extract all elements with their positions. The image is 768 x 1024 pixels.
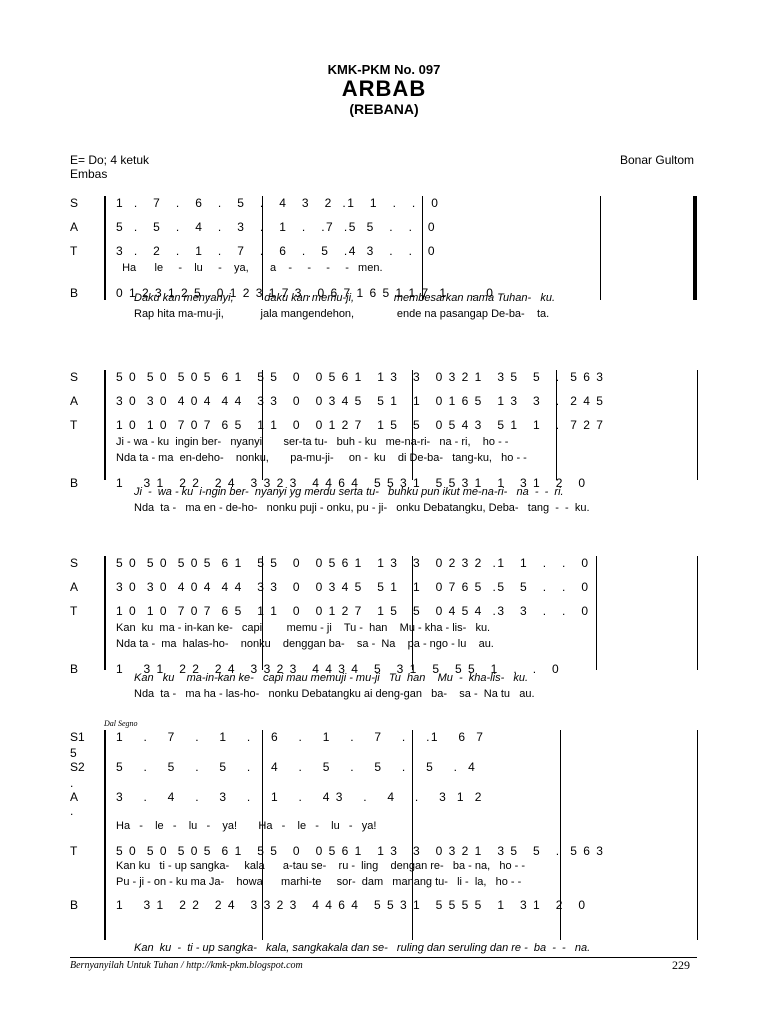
note-line: 5 0 5 0 5 0 5 6 1 5 5 0 0 5 6 1 1 3 3 0 … [116,844,605,858]
song-title: ARBAB [341,76,427,101]
note-line: 5 . 5 . 4 . 3 . 1 . .7 .5 5 . . 0 [116,220,437,234]
lyric-line: Ji - wa - ku ingin ber- nyanyi ser-ta tu… [116,436,509,448]
part-label: . [70,776,74,790]
lyric-line: Nda ta - ma en-deho- nonku, pa-mu-ji- on… [116,452,527,464]
bar-line [412,730,413,940]
lyric-line: Nda ta - ma halas-ho- nonku denggan ba- … [116,638,494,650]
note-line: 3 0 3 0 4 0 4 4 4 3 3 0 0 3 4 5 5 1 1 0 … [116,580,590,594]
bar-line [412,370,413,480]
lyric-line: Kan ku ti - up sangka- kala a-tau se- ru… [116,860,526,872]
system-brace [104,370,106,480]
song-code: KMK-PKM No. 097 [327,62,441,77]
part-label: T [70,418,78,432]
song-subtitle: (REBANA) [349,101,419,117]
note-line: 3 . 4 . 3 . 1 . 4 3 . 4 . 3 1 2 [116,790,483,804]
bar-line [596,556,597,670]
part-label: A [70,790,79,804]
system-brace [104,730,106,940]
lyric-line: Ha le - lu - ya, a - - - - men. [116,262,383,274]
lyric-verse: Kan ku ma-in-kan ke- capi mau memuji - m… [134,672,529,684]
end-bar-line [697,730,698,940]
note-line: 5 . 5 . 5 . 4 . 5 . 5 . 5 . 4 [116,760,477,774]
footer-rule [70,957,697,958]
lyric-verse: Kan ku - ti - up sangka- kala, sangkakal… [134,942,591,954]
part-label: T [70,604,78,618]
style-label: Embas [70,167,108,181]
segno-mark: Dal Segno [104,719,138,728]
end-bar-line [697,556,698,670]
part-label: S [70,556,79,570]
bar-line [262,370,263,480]
note-line: 1 0 1 0 7 0 7 6 5 1 1 0 0 1 2 7 1 5 5 0 … [116,418,605,432]
part-label: T [70,244,78,258]
end-bar-line [697,370,698,480]
note-line: 5 0 5 0 5 0 5 6 1 5 5 0 0 5 6 1 1 3 3 0 … [116,370,605,384]
lyric-line: Kan ku ma - in-kan ke- capi memu - ji Tu… [116,622,491,634]
composer: Bonar Gultom [620,153,695,167]
lyric-line: Pu - ji - on - ku ma Ja- howa marhi-te s… [116,876,522,888]
lyric-line: Ha - le - lu - ya! Ha - le - lu - ya! [116,820,377,832]
bar-line [600,196,601,300]
note-line: 1 3 1 2 2 2 4 3 3 2 3 4 4 6 4 5 5 3 1 5 … [116,476,587,490]
bar-line [556,370,557,480]
final-bar [693,196,697,300]
note-line: 1 0 1 0 7 0 7 6 5 1 1 0 0 1 2 7 1 5 5 0 … [116,604,590,618]
part-label: B [70,286,79,300]
part-label: A [70,394,79,408]
note-line: 3 . 2 . 1 . 7 . 6 . 5 .4 3 . . 0 [116,244,437,258]
part-label: T [70,844,78,858]
part-label: 5 [70,746,77,760]
note-line: 1 . 7 . 1 . 6 . 1 . 7 . .1 6 7 [116,730,485,744]
note-line: 1 3 1 2 2 2 4 3 3 2 3 4 4 3 4 5 3 1 5 5 … [116,662,561,676]
part-label: S [70,370,79,384]
note-line: 1 3 1 2 2 2 4 3 3 2 3 4 4 6 4 5 5 3 1 5 … [116,898,587,912]
page-number: 229 [672,958,690,972]
part-label: . [70,804,74,818]
bar-line [262,556,263,670]
bar-line [262,730,263,940]
note-line: 5 0 5 0 5 0 5 6 1 5 5 0 0 5 6 1 1 3 3 0 … [116,556,590,570]
part-label: A [70,220,79,234]
bar-line [262,196,263,300]
system-brace [104,556,106,670]
part-label: S2 [70,760,85,774]
part-label: B [70,476,79,490]
part-label: B [70,898,79,912]
lyric-verse: Nda ta - ma ha - las-ho- nonku Debatangk… [134,688,535,700]
part-label: A [70,580,79,594]
lyric-verse: Rap hita ma-mu-ji, jala mangendehon, end… [134,308,550,320]
lyric-verse: Nda ta - ma en - de-ho- nonku puji - onk… [134,502,590,514]
note-line: 1 . 7 . 6 . 5 . 4 3 2 .1 1 . . 0 [116,196,440,210]
note-line: 0 1 2 3 1 2 5 . 0 1 2 3 1 7 3 . 0 6 7 1 … [116,286,495,300]
part-label: B [70,662,79,676]
lyric-verse: Daku kan menyanyi, daku kan memu-ji, mem… [134,292,556,304]
bar-line [412,556,413,670]
part-label: S1 [70,730,85,744]
bar-line [560,730,561,940]
system-brace [104,196,106,300]
note-line: 3 0 3 0 4 0 4 4 4 3 3 0 0 3 4 5 5 1 1 0 … [116,394,605,408]
lyric-verse: Ji - wa - ku i-ngin ber- nyanyi yg merdu… [134,486,564,498]
part-label: S [70,196,79,210]
key-signature: E= Do; 4 ketuk [70,153,150,167]
footer-text: Bernyanyilah Untuk Tuhan / http://kmk-pk… [70,960,303,971]
bar-line [422,196,423,300]
